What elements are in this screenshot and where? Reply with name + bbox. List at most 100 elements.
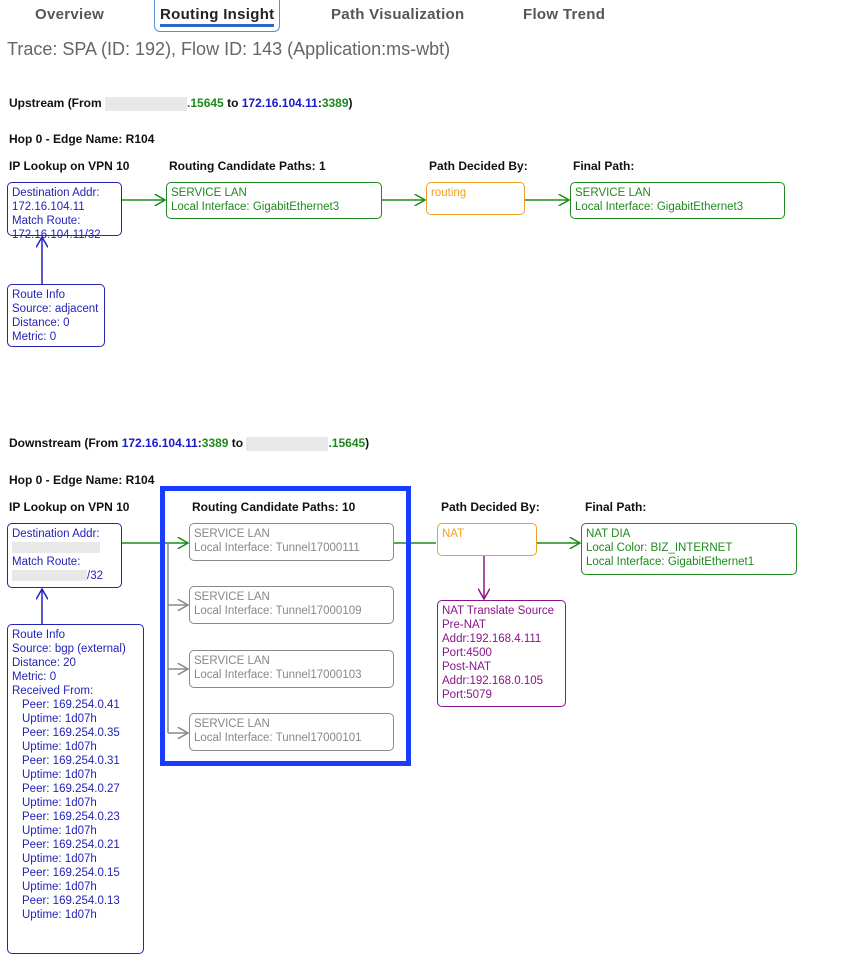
tab-overview[interactable]: Overview (35, 6, 105, 23)
path-name: SERVICE LAN (194, 718, 270, 730)
trace-title: Trace: SPA (ID: 192), Flow ID: 143 (Appl… (7, 39, 451, 59)
upstream-heading: Upstream (From .15645 to 172.16.104.11:3… (9, 96, 353, 111)
post-nat-addr: Addr:192.168.0.105 (442, 675, 544, 687)
received-from-label: Received From: (12, 685, 94, 697)
peer-uptime: Uptime: 1d07h (22, 797, 97, 809)
peer-peer: Peer: 169.254.0.23 (22, 811, 120, 823)
path-interface: Local Interface: Tunnel17000103 (194, 669, 362, 681)
path-interface: Local Interface: GigabitEthernet3 (171, 201, 340, 213)
colon: : (317, 96, 322, 110)
candidate-path: SERVICE LAN Local Interface: Tunnel17000… (189, 586, 394, 624)
path-interface: Local Interface: Tunnel17000109 (194, 605, 362, 617)
src-port: 3389 (201, 436, 229, 450)
route-source: Source: adjacent (12, 303, 99, 315)
path-interface: Local Interface: GigabitEthernet3 (575, 201, 744, 213)
tab-routing-insight[interactable]: Routing Insight (154, 0, 281, 32)
peer-peer: Peer: 169.254.0.41 (22, 699, 120, 711)
redacted-ip (12, 542, 100, 554)
final-label: Final Path: (585, 500, 647, 514)
path-name: SERVICE LAN (171, 187, 247, 199)
route-info-box: Route Info Source: adjacent Distance: 0 … (7, 284, 105, 347)
path-interface: Local Interface: GigabitEthernet1 (586, 556, 755, 568)
route-source: Source: bgp (external) (12, 643, 126, 655)
ip-lookup-label: IP Lookup on VPN 10 (9, 159, 130, 173)
nat-translate-box: NAT Translate Source Pre-NAT Addr:192.16… (437, 600, 566, 707)
downstream-heading: Downstream (From 172.16.104.11:3389 to .… (9, 436, 369, 451)
peer-uptime: Uptime: 1d07h (22, 825, 97, 837)
hop-label: Hop 0 - Edge Name: R104 (9, 132, 155, 146)
colon: : (197, 436, 202, 450)
candidate-path: SERVICE LAN Local Interface: Tunnel17000… (189, 650, 394, 688)
dst-port: 3389 (321, 96, 349, 110)
candidate-path: SERVICE LAN Local Interface: Tunnel17000… (189, 523, 394, 561)
heading-text: ) (365, 436, 370, 450)
peer-uptime: Uptime: 1d07h (22, 909, 97, 921)
tab-path-visualization[interactable]: Path Visualization (331, 6, 465, 23)
final-label: Final Path: (573, 159, 635, 173)
final-path-box: NAT DIA Local Color: BIZ_INTERNET Local … (581, 523, 797, 575)
path-name: SERVICE LAN (194, 528, 270, 540)
route-metric: Metric: 0 (12, 331, 57, 343)
heading-text: Downstream (From (9, 436, 122, 450)
peer-uptime: Uptime: 1d07h (22, 713, 97, 725)
route-distance: Distance: 20 (12, 657, 76, 669)
highlight-frame (160, 486, 411, 766)
src-ip: 172.16.104.11 (121, 436, 198, 450)
route-info-title: Route Info (12, 629, 66, 641)
heading-text: to (223, 96, 242, 110)
path-name: SERVICE LAN (194, 655, 270, 667)
path-name: SERVICE LAN (194, 591, 270, 603)
path-name: NAT DIA (586, 528, 631, 540)
path-interface: Local Interface: Tunnel17000111 (194, 542, 360, 554)
route-info-title: Route Info (12, 289, 66, 301)
pre-nat-label: Pre-NAT (442, 619, 486, 631)
dest-label: Destination Addr: (12, 187, 100, 199)
dst-ip: 172.16.104.11 (241, 96, 318, 110)
peer-peer: Peer: 169.254.0.27 (22, 783, 120, 795)
path-name: SERVICE LAN (575, 187, 651, 199)
candidates-label: Routing Candidate Paths: 10 (192, 500, 356, 514)
destination-box: Destination Addr: Match Route: /32 (7, 523, 122, 588)
redacted-ip (12, 570, 87, 582)
heading-text: to (228, 436, 247, 450)
heading-text: Upstream (From (9, 96, 106, 110)
hop-label: Hop 0 - Edge Name: R104 (9, 473, 155, 487)
destination-box: Destination Addr: 172.16.104.11 Match Ro… (7, 182, 122, 241)
heading-text: ) (348, 96, 353, 110)
peer-peer: Peer: 169.254.0.15 (22, 867, 120, 879)
final-path-box: SERVICE LAN Local Interface: GigabitEthe… (570, 182, 785, 219)
src-port: .15645 (187, 96, 224, 110)
decided-label: Path Decided By: (429, 159, 528, 173)
route-label: Match Route: (12, 215, 81, 227)
dst-port: .15645 (328, 436, 366, 450)
peer-peer: Peer: 169.254.0.31 (22, 755, 120, 767)
candidates-label: Routing Candidate Paths: 1 (169, 159, 326, 173)
decided-by-value: NAT (442, 528, 465, 540)
peer-uptime: Uptime: 1d07h (22, 769, 97, 781)
route-metric: Metric: 0 (12, 671, 57, 683)
path-interface: Local Interface: Tunnel17000101 (194, 732, 362, 744)
peer-uptime: Uptime: 1d07h (22, 853, 97, 865)
route-info-box: Route Info Source: bgp (external) Distan… (7, 624, 144, 954)
post-nat-port: Port:5079 (442, 689, 492, 701)
nat-title: NAT Translate Source (442, 605, 555, 617)
tab-flow-trend[interactable]: Flow Trend (523, 6, 606, 23)
match-route: 172.16.104.11/32 (12, 229, 101, 241)
redacted-ip (246, 436, 329, 451)
pre-nat-port: Port:4500 (442, 647, 492, 659)
peer-uptime: Uptime: 1d07h (22, 881, 97, 893)
decided-by-box: routing (426, 182, 525, 215)
peer-peer: Peer: 169.254.0.13 (22, 895, 120, 907)
pre-nat-addr: Addr:192.168.4.111 (442, 633, 542, 645)
route-label: Match Route: (12, 556, 81, 568)
post-nat-label: Post-NAT (442, 661, 491, 673)
redacted-ip (105, 96, 188, 111)
peer-uptime: Uptime: 1d07h (22, 741, 97, 753)
candidate-path: SERVICE LAN Local Interface: Tunnel17000… (189, 713, 394, 751)
decided-by-value: routing (431, 187, 467, 199)
candidate-path: SERVICE LAN Local Interface: GigabitEthe… (166, 182, 382, 219)
peer-peer: Peer: 169.254.0.21 (22, 839, 120, 851)
route-distance: Distance: 0 (12, 317, 70, 329)
